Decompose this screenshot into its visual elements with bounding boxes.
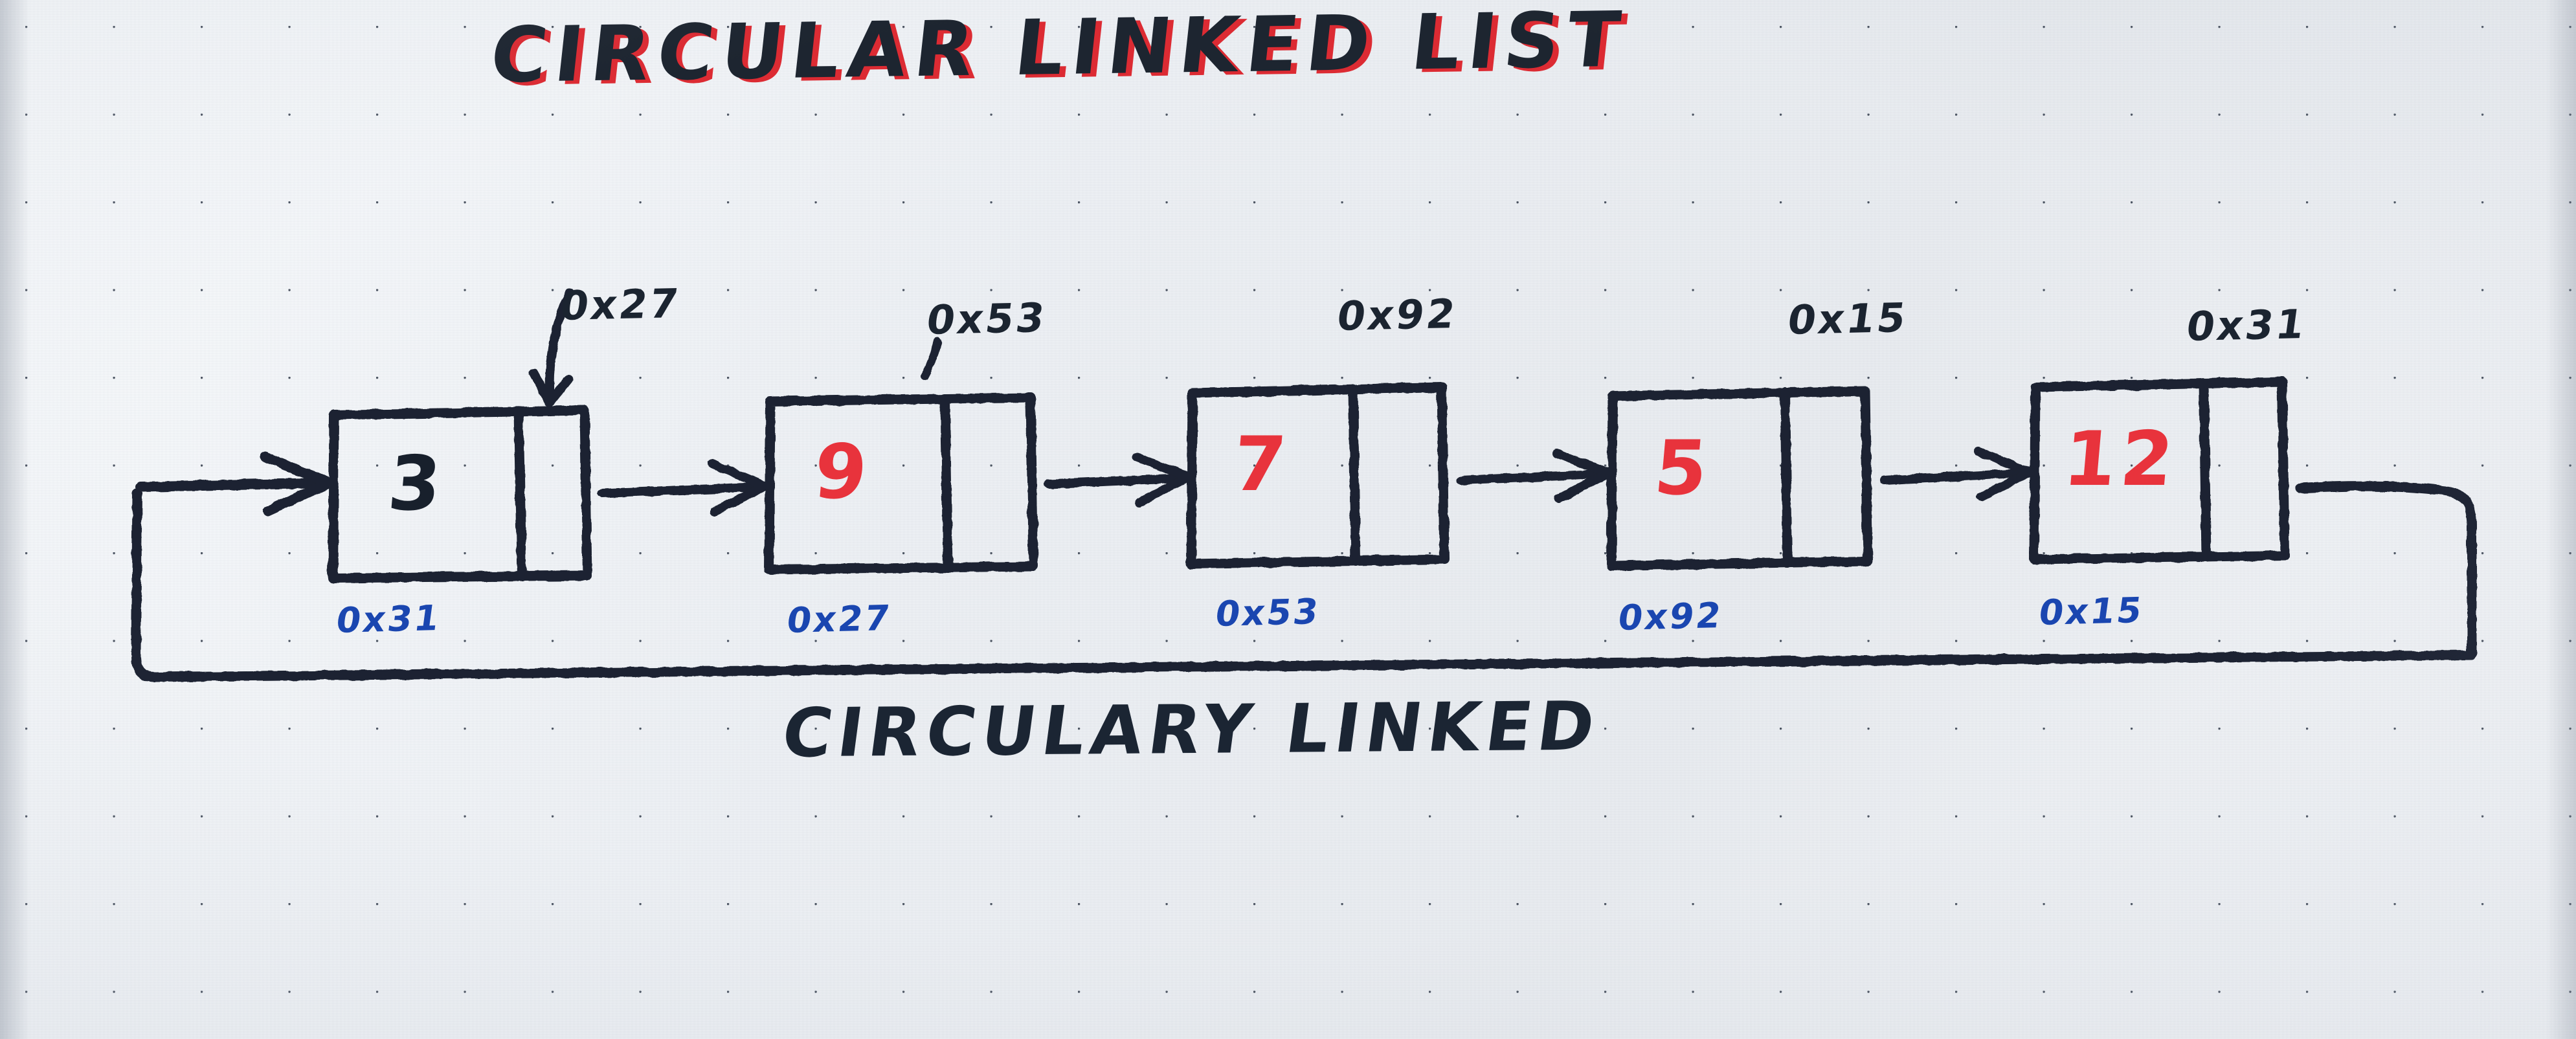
- self-address-label-3: 0x53: [1213, 591, 1323, 634]
- node-value-5: 12: [2060, 416, 2182, 503]
- node-box-5: [2029, 377, 2290, 564]
- next-arrow-3-to-4: [1456, 449, 1613, 503]
- next-pointer-label-4: 0x15: [1784, 294, 1911, 344]
- head-pointer-arrow: [136, 452, 334, 516]
- pointer-leader-line-2: [921, 338, 941, 381]
- next-arrow-2-to-3: [1044, 452, 1193, 507]
- node-value-1: 3: [385, 440, 449, 528]
- next-arrow-1-to-2: [598, 459, 770, 516]
- node-box-2: [764, 392, 1038, 575]
- self-address-label-2: 0x27: [784, 598, 895, 641]
- next-arrow-4-to-5: [1879, 447, 2035, 502]
- pointer-leader-line-1: [529, 288, 574, 407]
- diagram-caption: CIRCULARY LINKED: [778, 686, 1605, 773]
- self-address-label-4: 0x92: [1615, 595, 1726, 638]
- node-value-2: 9: [811, 429, 875, 516]
- node-value-4: 5: [1651, 425, 1716, 512]
- self-address-label-1: 0x31: [333, 598, 444, 641]
- next-pointer-label-3: 0x92: [1334, 290, 1461, 340]
- next-pointer-label-5: 0x31: [2183, 300, 2310, 350]
- next-pointer-label-1: 0x27: [557, 280, 684, 330]
- node-box-4: [1606, 386, 1873, 571]
- node-box-3: [1186, 382, 1450, 569]
- node-value-3: 7: [1229, 421, 1294, 508]
- circular-wrap-loop: [131, 481, 2477, 682]
- title-black-stroke: CIRCULAR LINKED LIST: [486, 0, 1632, 100]
- self-address-label-5: 0x15: [2036, 590, 2147, 633]
- node-box-1: [328, 405, 592, 583]
- next-pointer-label-2: 0x53: [923, 294, 1050, 344]
